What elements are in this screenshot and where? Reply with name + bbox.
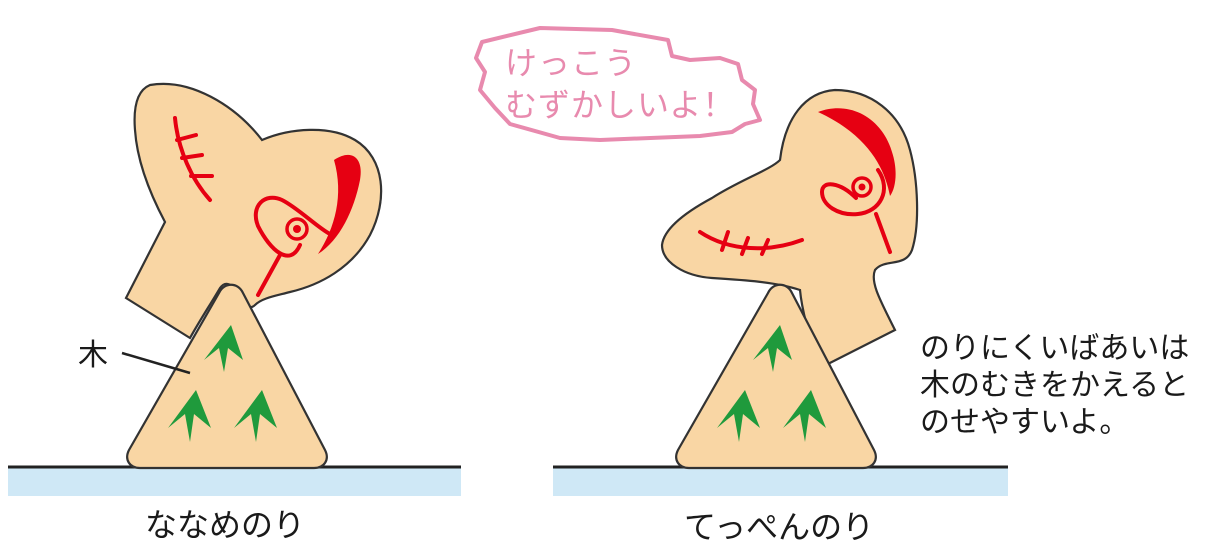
- tree-icon: [204, 325, 243, 372]
- tree-icon: [753, 325, 792, 372]
- speech-bubble-text: けっこう むずかしいよ！: [505, 44, 736, 124]
- left-tree-triangle: [126, 283, 328, 470]
- wood-leader-line: [121, 351, 191, 375]
- left-ground: [8, 465, 461, 496]
- right-tree-triangle: [675, 283, 877, 470]
- right-ground: [553, 465, 1008, 496]
- tree-icon: [234, 390, 277, 442]
- tip-note: のりにくいばあいは 木のむきをかえると のせやすいよ。: [920, 331, 1190, 440]
- wood-label: 木: [78, 338, 108, 373]
- left-caption: ななめのり: [145, 506, 306, 544]
- right-caption: てっぺんのり: [684, 508, 875, 546]
- right-bird-piece: [660, 88, 919, 370]
- speech-bubble-outline: [474, 26, 762, 142]
- tree-icon: [168, 390, 211, 442]
- left-bird-piece: [124, 82, 383, 340]
- tree-icon: [783, 390, 826, 442]
- tree-icon: [717, 390, 760, 442]
